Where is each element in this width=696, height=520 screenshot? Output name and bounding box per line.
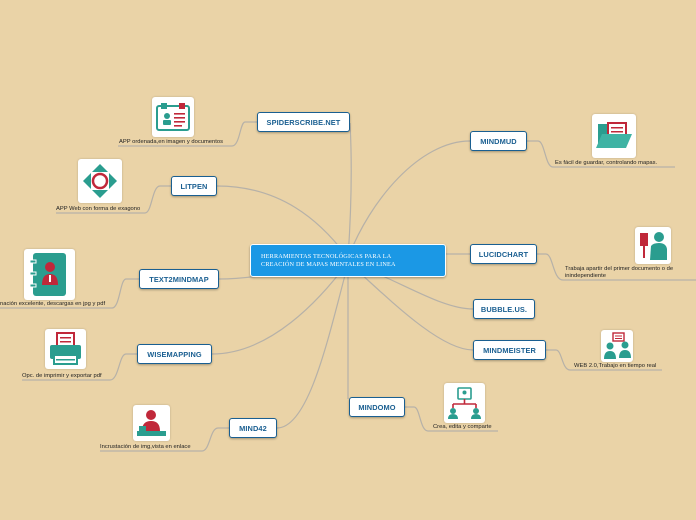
note-mindomo: Crea, edita y comparte — [433, 424, 492, 430]
link-spiderscribe — [347, 122, 352, 259]
leaf-link-mindmud — [527, 140, 675, 168]
node-mindmud[interactable]: MINDMUD — [470, 131, 527, 151]
id-card-icon — [152, 97, 194, 137]
node-bubble[interactable]: BUBBLE.US. — [473, 299, 535, 319]
leaf-link-mind42 — [100, 427, 229, 452]
leaf-link-mindmeister — [546, 349, 662, 371]
user-desk-icon — [133, 405, 170, 441]
presenter-icon — [635, 227, 671, 264]
central-topic[interactable]: HERRAMIENTAS TECNOLÓGICAS PARA LA CREACI… — [250, 244, 446, 277]
note-mindmeister: WEB 2.0,Trabajo en tiempo real — [574, 363, 657, 369]
node-litpen[interactable]: LITPEN — [171, 176, 217, 196]
note-litpen: APP Web con forma de exagono — [56, 206, 141, 212]
org-chart-icon — [444, 383, 485, 423]
note-spiderscribe: APP ordenada,en imagen y documentos — [119, 139, 223, 145]
node-mindmeister[interactable]: MINDMEISTER — [473, 340, 546, 360]
leaf-link-text2mindmap — [0, 278, 139, 309]
central-topic-line2: CREACIÓN DE MAPAS MENTALES EN LINEA — [261, 261, 396, 268]
folder-icon — [592, 114, 636, 158]
link-mindmud — [347, 140, 471, 259]
note-mindmud: Es fácil de guardar, controlando mapas. — [555, 160, 658, 166]
note-lucidchart-line1: Trabaja apartir del primer documento o d… — [565, 266, 674, 272]
leaf-link-lucidchart — [537, 253, 696, 281]
leaf-link-wisemapping — [22, 353, 137, 381]
note-mind42: Incrustación de img,vista en enlace — [100, 444, 191, 450]
printer-icon — [45, 329, 86, 369]
link-mind42 — [276, 263, 349, 429]
directional-arrows-icon — [78, 159, 122, 203]
leaf-link-spiderscribe — [118, 121, 257, 147]
central-topic-line1: HERRAMIENTAS TECNOLÓGICAS PARA LA — [261, 253, 392, 260]
note-text2mindmap: nación excelente, descargas en jpg y pdf — [0, 301, 106, 307]
node-spiderscribe[interactable]: SPIDERSCRIBE.NET — [257, 112, 350, 132]
note-wisemapping: Opc. de imprimir y exportar pdf — [22, 373, 102, 379]
node-mindomo[interactable]: MINDOMO — [349, 397, 405, 417]
chat-users-icon — [601, 330, 633, 362]
node-text2mindmap[interactable]: TEXT2MINDMAP — [139, 269, 219, 289]
address-book-icon — [24, 249, 75, 300]
leaf-link-mindomo — [405, 406, 498, 432]
leaf-link-litpen — [56, 185, 171, 214]
node-lucidchart[interactable]: LUCIDCHART — [470, 244, 537, 264]
node-mind42[interactable]: MIND42 — [229, 418, 277, 438]
node-wisemapping[interactable]: WISEMAPPING — [137, 344, 212, 364]
note-lucidchart-line2: inindependiente — [565, 273, 606, 279]
